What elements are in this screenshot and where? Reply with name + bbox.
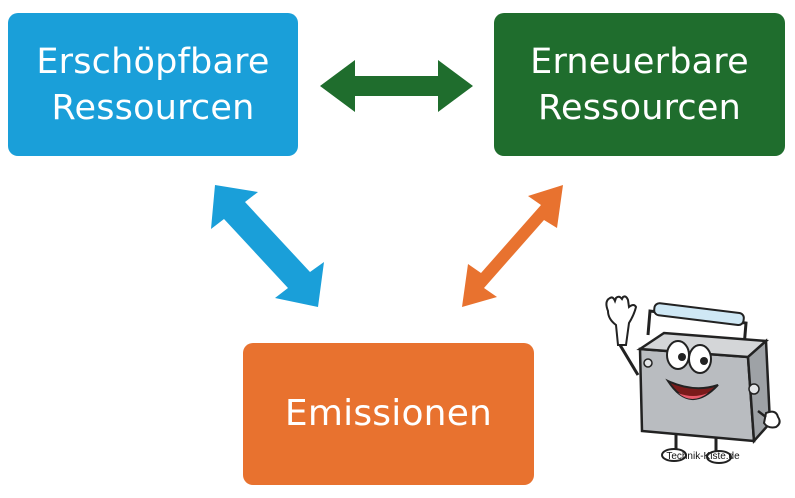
arrow-exhaustible-renewable [320, 60, 473, 112]
exhaustible-resources-label-line2: Ressourcen [51, 87, 255, 128]
mascot-caption: Technik-Kiste.de [666, 451, 740, 462]
emissions-box: Emissionen [243, 343, 534, 485]
arrow-renewable-emissions [462, 185, 563, 307]
renewable-resources-label-line2: Ressourcen [538, 87, 741, 128]
renewable-resources-label-line1: Erneuerbare [530, 41, 749, 82]
emissions-label: Emissionen [284, 393, 493, 434]
renewable-resources-box: Erneuerbare Ressourcen [494, 13, 785, 156]
toolbox-mascot-icon [605, 295, 781, 464]
arrow-exhaustible-emissions [211, 185, 324, 307]
exhaustible-resources-label-line1: Erschöpfbare [36, 41, 270, 82]
exhaustible-resources-box: Erschöpfbare Ressourcen [8, 13, 298, 156]
